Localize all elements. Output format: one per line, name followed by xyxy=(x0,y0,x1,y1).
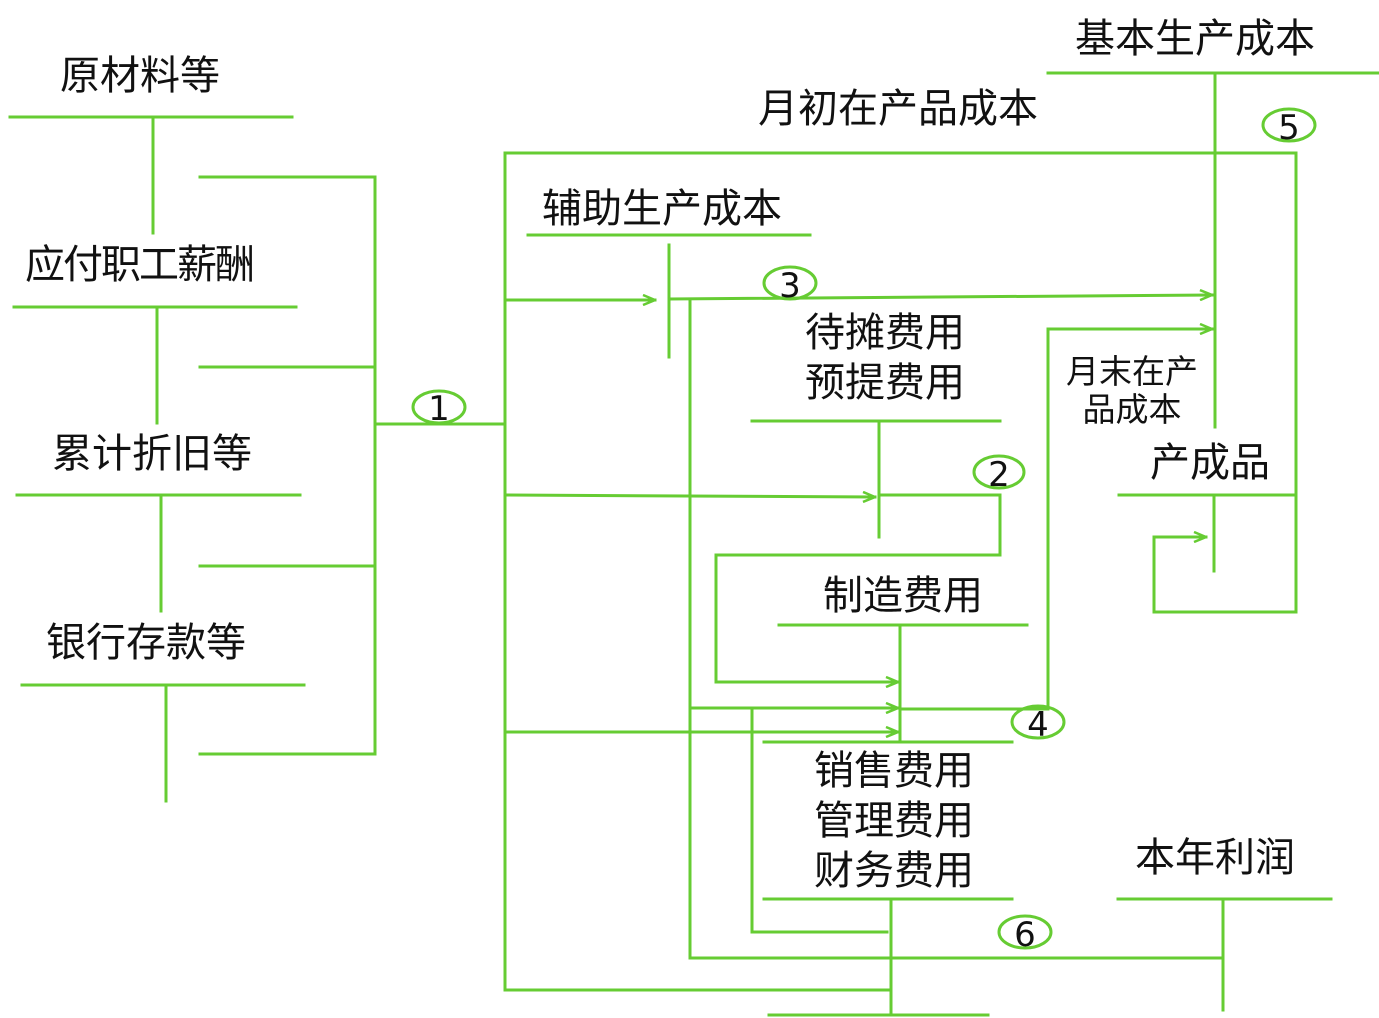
label-closing-wip-cost-line2: 品成本 xyxy=(1082,390,1182,429)
account-title-finished-goods: 产成品 xyxy=(1150,440,1270,486)
flow-3-arrow xyxy=(667,295,1214,299)
step-marker-3 xyxy=(762,265,818,301)
step-label-1: 1 xyxy=(428,389,450,429)
flow-5-line xyxy=(1152,151,1298,614)
t-account-basic-production xyxy=(1046,71,1379,429)
t-account-auxiliary-production xyxy=(526,233,812,359)
t-account-accumulated-depreciation xyxy=(15,493,377,613)
t-account-period-expenses xyxy=(762,740,1014,1017)
account-title-manufacturing-overhead: 制造费用 xyxy=(823,573,983,619)
step-label-5: 5 xyxy=(1278,108,1300,148)
account-title-selling-expenses: 销售费用 xyxy=(814,748,974,794)
account-title-auxiliary-production: 辅助生产成本 xyxy=(542,186,782,232)
step-marker-6 xyxy=(997,914,1053,950)
account-title-basic-production: 基本生产成本 xyxy=(1075,16,1315,62)
step-marker-1 xyxy=(411,389,467,425)
account-title-deferred-accrued: 待摊费用 预提费用 xyxy=(805,308,965,408)
account-title-period-expenses: 销售费用 管理费用 财务费用 xyxy=(814,746,974,896)
account-title-raw-materials: 原材料等 xyxy=(60,53,220,99)
arrow-to-deferred xyxy=(503,495,877,497)
step-label-6: 6 xyxy=(1014,915,1036,955)
account-title-accrued: 预提费用 xyxy=(805,360,965,406)
overhead-to-profit-line xyxy=(750,707,889,934)
step-label-4: 4 xyxy=(1027,705,1049,745)
account-title-current-year-profit: 本年利润 xyxy=(1135,835,1295,881)
label-closing-wip-cost-line1: 月末在产 xyxy=(1066,352,1198,391)
t-account-bank-deposits xyxy=(20,683,377,803)
step-label-3: 3 xyxy=(779,266,801,306)
t-account-raw-materials xyxy=(8,115,377,235)
t-account-current-year-profit xyxy=(1116,897,1333,1012)
account-title-bank-deposits: 银行存款等 xyxy=(46,620,246,666)
step-marker-5 xyxy=(1261,107,1317,143)
step-label-2: 2 xyxy=(988,455,1010,495)
account-title-accumulated-depreciation: 累计折旧等 xyxy=(52,431,252,477)
t-account-manufacturing-overhead xyxy=(777,623,1029,744)
account-title-admin-expenses: 管理费用 xyxy=(814,798,974,844)
auxiliary-distribution-line xyxy=(688,298,1222,960)
t-account-finished-goods xyxy=(1117,493,1298,573)
step-marker-4 xyxy=(1010,704,1066,740)
flow-2-line xyxy=(714,493,1002,684)
label-closing-wip-cost: 月末在产 品成本 xyxy=(1066,353,1198,429)
account-title-deferred: 待摊费用 xyxy=(805,310,965,356)
label-opening-wip-cost: 月初在产品成本 xyxy=(758,86,1038,132)
step-marker-2 xyxy=(972,454,1026,490)
t-account-deferred-accrued xyxy=(750,419,1002,539)
account-title-payroll-payable: 应付职工薪酬 xyxy=(25,242,255,288)
t-account-payroll-payable xyxy=(12,305,377,425)
account-title-finance-expenses: 财务费用 xyxy=(814,848,974,894)
